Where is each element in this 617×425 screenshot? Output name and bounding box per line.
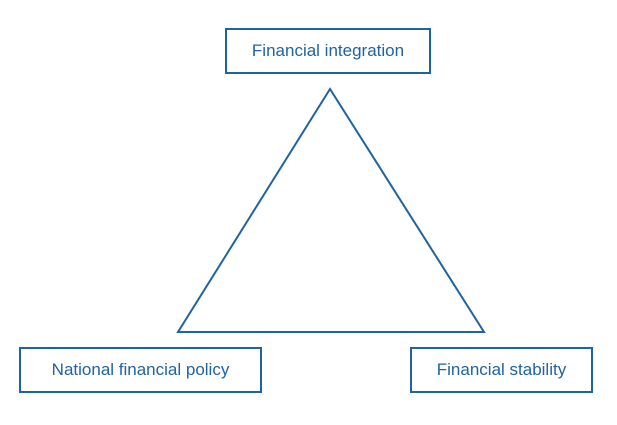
node-financial-stability: Financial stability xyxy=(410,347,593,393)
node-national-financial-policy: National financial policy xyxy=(19,347,262,393)
node-label: Financial integration xyxy=(251,41,405,60)
triangle-outline xyxy=(176,87,486,333)
node-label: Financial stability xyxy=(436,360,567,379)
node-label: National financial policy xyxy=(51,360,230,379)
node-financial-integration: Financial integration xyxy=(225,28,431,74)
